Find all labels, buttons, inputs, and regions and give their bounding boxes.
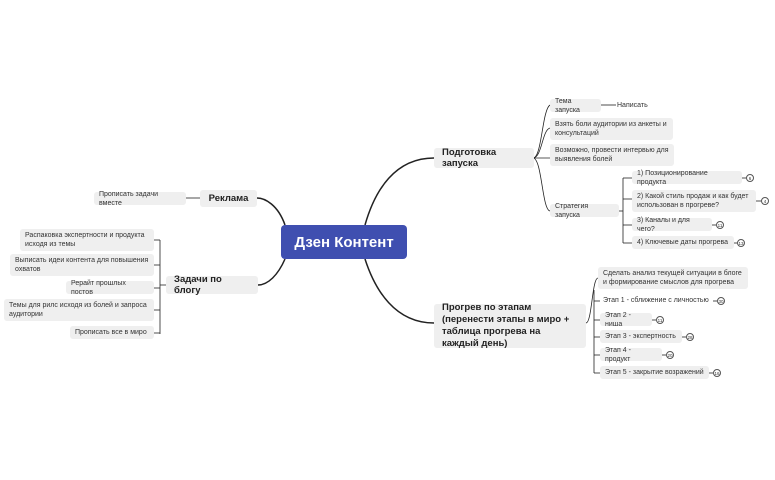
stage-1-badge: 30 xyxy=(717,297,725,305)
stage-2-badge: 11 xyxy=(656,316,664,324)
launch-strategy-node[interactable]: Стратегия запуска xyxy=(550,203,619,219)
strategy-item-3-badge: 11 xyxy=(716,221,724,229)
stage-2[interactable]: Этап 2 - ниша xyxy=(600,312,652,328)
ads-node[interactable]: Реклама xyxy=(200,190,257,207)
audience-pains-node[interactable]: Взять боли аудитории из анкеты и консуль… xyxy=(550,118,673,140)
launch-prep-node[interactable]: Подготовка запуска xyxy=(434,147,534,169)
strategy-item-1-badge: 6 xyxy=(746,174,754,182)
strategy-item-4[interactable]: 4) Ключевые даты прогрева xyxy=(632,236,734,249)
strategy-item-2-badge: 4 xyxy=(761,197,769,205)
blog-task-1[interactable]: Распаковка экспертности и продукта исход… xyxy=(20,229,154,251)
warmup-stages-node[interactable]: Прогрев по этапам (перенести этапы в мир… xyxy=(434,302,586,349)
strategy-item-1[interactable]: 1) Позиционирование продукта xyxy=(632,170,742,186)
blog-task-4[interactable]: Темы для рилс исходя из болей и запроса … xyxy=(4,299,154,321)
strategy-item-2[interactable]: 2) Какой стиль продаж и как будет исполь… xyxy=(632,190,756,212)
ads-child-node[interactable]: Прописать задачи вместе xyxy=(94,191,186,207)
stage-5-badge: 16 xyxy=(713,369,721,377)
launch-topic-child[interactable]: Написать xyxy=(617,102,648,109)
strategy-item-4-badge: 13 xyxy=(737,239,745,247)
stage-3[interactable]: Этап 3 - экспертность xyxy=(600,330,682,343)
blog-task-5[interactable]: Прописать все в миро xyxy=(70,326,154,339)
launch-topic-node[interactable]: Тема запуска xyxy=(550,98,601,114)
stage-1[interactable]: Этап 1 - сближение с личностью xyxy=(603,297,709,304)
stage-5[interactable]: Этап 5 - закрытие возражений xyxy=(600,366,709,379)
blog-task-3[interactable]: Рерайт прошлых постов xyxy=(66,280,154,296)
stage-4[interactable]: Этап 4 - продукт xyxy=(600,347,662,363)
stage-3-badge: 28 xyxy=(686,333,694,341)
blog-tasks-node[interactable]: Задачи по блогу xyxy=(166,274,258,296)
strategy-item-3[interactable]: 3) Каналы и для чего? xyxy=(632,217,712,233)
interview-node[interactable]: Возможно, провести интервью для выявлени… xyxy=(550,144,674,166)
root-node[interactable]: Дзен Контент xyxy=(281,225,407,259)
blog-task-2[interactable]: Выписать идеи контента для повышения охв… xyxy=(10,254,154,276)
stage-4-badge: 20 xyxy=(666,351,674,359)
blog-analysis-node[interactable]: Сделать анализ текущей ситуации в блоге … xyxy=(598,267,748,289)
